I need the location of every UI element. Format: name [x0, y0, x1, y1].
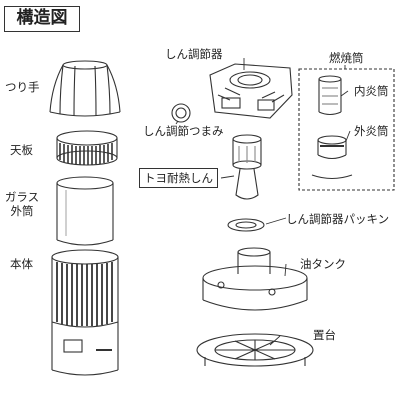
label-packing: しん調節器パッキン	[286, 212, 390, 226]
wick-part	[232, 134, 262, 200]
label-wick-adjuster: しん調節器	[165, 47, 223, 61]
diagram-title: 構造図	[4, 6, 80, 32]
base-part	[196, 333, 314, 367]
label-glass-line1: ガラス	[4, 190, 40, 204]
handle-part	[49, 60, 121, 117]
label-base: 置台	[313, 328, 336, 342]
label-wick: トヨ耐熱しん	[139, 168, 218, 188]
packing-part	[227, 218, 265, 232]
wick-knob-part	[171, 103, 191, 123]
wick-adjuster-part	[209, 63, 293, 119]
label-handle: つり手	[5, 80, 40, 94]
oil-tank-part	[202, 247, 308, 311]
label-glass-cylinder: ガラス 外筒	[2, 190, 42, 218]
leader-lines	[175, 58, 351, 346]
label-glass-line2: 外筒	[10, 204, 34, 218]
label-inner-flame: 内炎筒	[352, 84, 391, 98]
top-plate-part	[56, 130, 118, 166]
glass-cylinder-part	[56, 176, 114, 246]
label-wick-knob: しん調節つまみ	[143, 124, 224, 138]
label-outer-flame: 外炎筒	[352, 124, 391, 138]
body-part	[51, 249, 119, 376]
burner-group-frame	[298, 68, 395, 191]
label-oil-tank: 油タンク	[300, 257, 346, 271]
label-body: 本体	[10, 257, 33, 271]
label-top-plate: 天板	[10, 143, 33, 157]
label-burner: 燃焼筒	[329, 51, 364, 65]
